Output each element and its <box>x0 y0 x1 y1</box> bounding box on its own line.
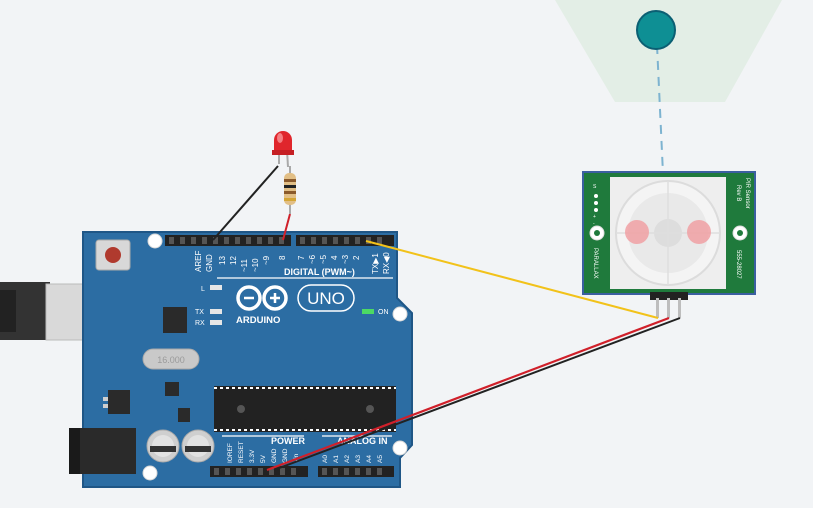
led-rx: RX <box>195 320 222 327</box>
pin-label: A3 <box>355 455 362 463</box>
pin-label: GND <box>271 448 278 463</box>
pin-label: 7 <box>297 255 306 260</box>
pin-label: IOREF <box>227 443 234 463</box>
digital-label: DIGITAL (PWM~) <box>284 267 355 277</box>
pin-label: RESET <box>238 441 245 463</box>
led-tx: TX <box>195 309 222 316</box>
pir-pin-label: S <box>593 184 597 190</box>
pin-label: AREF <box>194 251 203 272</box>
pir-brand: PARALLAX <box>592 248 598 279</box>
pin-label: ~6 <box>308 254 317 264</box>
pir-pin-header[interactable] <box>650 292 688 300</box>
mounting-hole <box>392 440 408 456</box>
brand-name: ARDUINO <box>236 315 280 326</box>
small-chip <box>163 307 187 333</box>
motion-target[interactable] <box>636 10 676 50</box>
capacitor <box>181 429 215 463</box>
pin-label: GND <box>205 254 214 272</box>
analog-label: ANALOG IN <box>337 436 388 446</box>
small-component <box>178 408 190 422</box>
red-led[interactable] <box>272 131 294 168</box>
regulator-tab <box>103 404 108 408</box>
digital-header-left[interactable] <box>165 235 291 246</box>
led-l: L <box>201 285 222 293</box>
pir-rev: Rev B <box>735 185 741 201</box>
pir-sensor[interactable]: PIR Sensor Rev B 555-28027 PARALLAX S + … <box>582 171 756 318</box>
pin-label: 12 <box>229 256 238 265</box>
pin-label: A5 <box>377 455 384 463</box>
pin-label: GND <box>282 448 289 463</box>
pir-title: PIR Sensor <box>744 178 750 209</box>
pin-label: 5V <box>260 454 267 463</box>
pin-label: ~10 <box>251 258 260 272</box>
svg-text:TX: TX <box>195 309 204 316</box>
power-header[interactable] <box>210 466 308 477</box>
svg-text:L: L <box>201 286 205 293</box>
svg-text:16.000: 16.000 <box>157 355 185 365</box>
analog-header[interactable] <box>318 466 394 477</box>
pin-label: ~5 <box>319 254 328 264</box>
led-on: ON <box>362 309 389 316</box>
pin-label: RX◀0 <box>382 252 391 274</box>
svg-text:RX: RX <box>195 320 205 327</box>
pin-label: 13 <box>218 256 227 265</box>
mounting-hole <box>147 233 163 249</box>
mounting-hole <box>392 306 408 322</box>
reset-button[interactable] <box>95 239 131 271</box>
pin-label: 3.3V <box>249 449 256 463</box>
pin-label: 2 <box>352 255 361 260</box>
arduino-logo-icon <box>236 285 288 311</box>
mounting-hole <box>142 465 158 481</box>
pin-label: A4 <box>366 455 373 463</box>
ir-element-icon <box>625 220 649 244</box>
pin-label: ~11 <box>240 258 249 272</box>
model-badge: UNO <box>297 284 355 312</box>
pin-label: 8 <box>278 255 287 260</box>
pin-label: A2 <box>344 455 351 463</box>
capacitor <box>146 429 180 463</box>
svg-text:ON: ON <box>378 309 389 316</box>
detection-zone <box>555 0 782 102</box>
pin-label: A1 <box>333 455 340 463</box>
pin-label: ~9 <box>262 255 271 265</box>
power-label: POWER <box>271 436 306 446</box>
svg-text:UNO: UNO <box>307 289 345 308</box>
pir-part: 555-28027 <box>735 250 741 279</box>
voltage-regulator <box>108 390 130 414</box>
pir-pin-label: - <box>593 221 595 227</box>
microcontroller-chip <box>214 386 396 432</box>
wire-red-power[interactable] <box>266 316 670 472</box>
power-jack <box>69 428 136 474</box>
resistor[interactable] <box>284 166 296 214</box>
pin-label: TX▶1 <box>371 253 380 274</box>
pir-pin-label: + <box>593 214 596 220</box>
wire-black-led[interactable] <box>212 165 279 241</box>
crystal-oscillator: 16.000 <box>142 348 200 370</box>
wire-black-ground[interactable] <box>273 317 681 471</box>
digital-header-right[interactable] <box>296 235 394 246</box>
pin-label: A0 <box>322 455 329 463</box>
wire-red-resistor[interactable] <box>282 213 291 241</box>
small-component <box>165 382 179 396</box>
arduino-board[interactable]: 16.000 <box>69 231 413 488</box>
pin-label: ~3 <box>341 254 350 264</box>
regulator-tab <box>103 397 108 401</box>
ir-element-icon <box>687 220 711 244</box>
pin-label: 4 <box>330 255 339 260</box>
wire-yellow-signal[interactable] <box>365 240 659 319</box>
